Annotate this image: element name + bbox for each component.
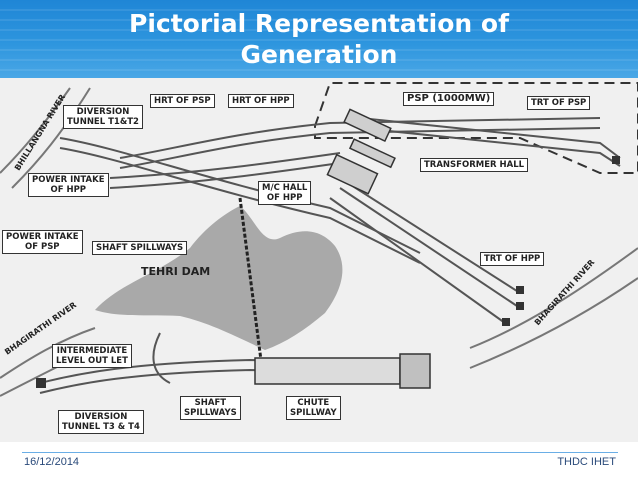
chute-spillway-line2: SPILLWAY bbox=[290, 408, 337, 418]
chute-spillway-stilling bbox=[399, 353, 431, 389]
trt-hpp-tunnel-3 bbox=[329, 197, 506, 324]
hrt-psp-tunnel-2 bbox=[119, 127, 601, 169]
chute-spillway-line1: CHUTE bbox=[297, 398, 330, 408]
shaft-spillways-bottom-label: SHAFT SPILLWAYS bbox=[180, 396, 241, 420]
power-intake-hpp-label: POWER INTAKE OF HPP bbox=[28, 173, 109, 197]
diversion-t1t2-label: DIVERSION TUNNEL T1&T2 bbox=[63, 105, 143, 129]
transformer-hall-text: TRANSFORMER HALL bbox=[424, 160, 525, 170]
footer-rule bbox=[22, 452, 618, 453]
trt-hpp-portal-1 bbox=[516, 286, 524, 294]
hrt-hpp-label-text: HRT OF HPP bbox=[232, 96, 290, 106]
mc-hall-line2: OF HPP bbox=[266, 193, 303, 203]
hrt-hpp-label: HRT OF HPP bbox=[228, 94, 294, 108]
psp-label-text: PSP (1000MW) bbox=[407, 93, 491, 104]
trt-hpp-tunnel-2 bbox=[339, 187, 521, 309]
diversion-t1t2-line2: TUNNEL T1&T2 bbox=[67, 117, 139, 127]
machine-hall bbox=[326, 153, 379, 195]
trt-psp-portal bbox=[612, 156, 620, 164]
diversion-t3t4-line1: DIVERSION bbox=[74, 412, 128, 422]
diversion-t3t4-tunnel-2 bbox=[39, 368, 401, 394]
bhagirathi-river-right-2 bbox=[469, 277, 638, 369]
diversion-t1t2-line1: DIVERSION bbox=[76, 107, 130, 117]
hrt-hpp-tunnel-2 bbox=[109, 162, 341, 189]
dam-axis bbox=[238, 197, 264, 369]
psp-boundary bbox=[314, 82, 638, 174]
footer-org: THDC IHET bbox=[557, 456, 616, 468]
title-line-2: Generation bbox=[240, 40, 398, 69]
project-layout-diagram: PSP (1000MW) HRT OF PSP HRT OF HPP TRT O… bbox=[0, 78, 638, 442]
hrt-psp-label-text: HRT OF PSP bbox=[154, 96, 211, 106]
diversion-portal bbox=[36, 378, 46, 388]
trt-hpp-text: TRT OF HPP bbox=[484, 254, 541, 264]
slide-title: Pictorial Representation of Generation bbox=[60, 8, 578, 70]
title-band-pattern bbox=[0, 9, 638, 71]
psp-label: PSP (1000MW) bbox=[403, 92, 495, 106]
trt-hpp-portal-2 bbox=[516, 302, 524, 310]
bhillangna-river-bank-2 bbox=[11, 87, 91, 189]
psp-cavern bbox=[343, 108, 392, 143]
bhillangna-river-bank bbox=[0, 87, 71, 174]
intermediate-line1: INTERMEDIATE bbox=[56, 346, 128, 356]
footer-date: 16/12/2014 bbox=[24, 456, 80, 468]
trt-psp-label-text: TRT OF PSP bbox=[531, 98, 587, 108]
shaft-spillways-top-label: SHAFT SPILLWAYS bbox=[92, 241, 188, 255]
power-intake-hpp-line1: POWER INTAKE bbox=[32, 175, 105, 185]
tehri-dam-text: TEHRI DAM bbox=[141, 265, 211, 278]
intermediate-outlet-label: INTERMEDIATE LEVEL OUT LET bbox=[52, 344, 132, 368]
intermediate-outlet bbox=[152, 332, 171, 384]
trt-psp-tunnel-1 bbox=[359, 117, 621, 159]
transformer-hall-cavern bbox=[348, 138, 396, 169]
trt-hpp-portal-3 bbox=[502, 318, 510, 326]
bhagirathi-river-left bbox=[0, 327, 96, 379]
reservoir-shape bbox=[95, 206, 343, 350]
power-intake-psp-line2: OF PSP bbox=[24, 242, 60, 252]
power-intake-psp-line1: POWER INTAKE bbox=[6, 232, 79, 242]
chute-spillway-label: CHUTE SPILLWAY bbox=[286, 396, 341, 420]
title-band bbox=[0, 0, 638, 78]
shaft-spillways-top-text: SHAFT SPILLWAYS bbox=[96, 243, 184, 253]
trt-hpp-tunnel-1 bbox=[339, 177, 521, 294]
tehri-dam-label: TEHRI DAM bbox=[138, 266, 213, 278]
trt-psp-label: TRT OF PSP bbox=[527, 96, 591, 110]
shaft-spillways-bottom-line1: SHAFT bbox=[194, 398, 227, 408]
diversion-t3t4-label: DIVERSION TUNNEL T3 & T4 bbox=[58, 410, 144, 434]
diversion-t3t4-line2: TUNNEL T3 & T4 bbox=[62, 422, 140, 432]
shaft-spillways-bottom-line2: SPILLWAYS bbox=[184, 408, 237, 418]
hrt-psp-label: HRT OF PSP bbox=[150, 94, 215, 108]
transformer-hall-label: TRANSFORMER HALL bbox=[420, 158, 529, 172]
power-intake-hpp-line2: OF HPP bbox=[50, 185, 87, 195]
mc-hall-label: M/C HALL OF HPP bbox=[258, 181, 312, 205]
mc-hall-line1: M/C HALL bbox=[262, 183, 308, 193]
hrt-hpp-tunnel-1 bbox=[109, 152, 341, 179]
diversion-t3t4-tunnel-1 bbox=[39, 358, 401, 384]
title-line-1: Pictorial Representation of bbox=[129, 9, 509, 38]
diagram-drawing bbox=[0, 82, 638, 397]
chute-spillway bbox=[254, 357, 401, 385]
power-intake-psp-label: POWER INTAKE OF PSP bbox=[2, 230, 83, 254]
hrt-psp-tunnel-1 bbox=[119, 117, 601, 159]
intermediate-line2: LEVEL OUT LET bbox=[56, 356, 128, 366]
bhagirathi-river-right bbox=[469, 247, 638, 349]
diversion-t1t2-tunnel-2 bbox=[59, 147, 421, 264]
trt-hpp-label: TRT OF HPP bbox=[480, 252, 545, 266]
